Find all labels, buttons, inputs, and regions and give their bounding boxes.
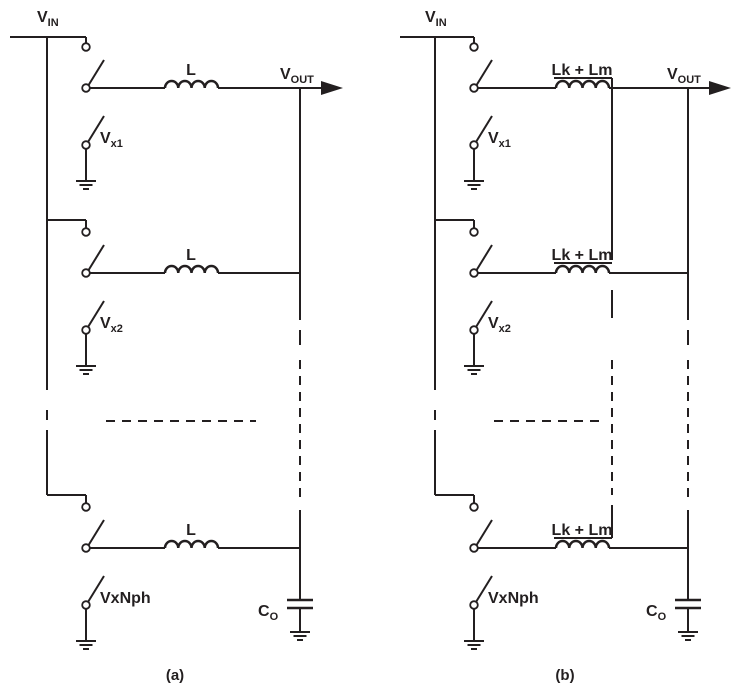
inductor bbox=[163, 264, 220, 274]
inductor-label: L bbox=[186, 62, 196, 79]
switch-node bbox=[469, 268, 479, 278]
switch-node bbox=[81, 543, 91, 553]
capacitor-ground-icon bbox=[678, 631, 698, 641]
low-side-contact bbox=[469, 140, 479, 150]
diagram-caption: (b) bbox=[555, 667, 574, 684]
high-side-switch bbox=[87, 244, 105, 272]
ground-icon bbox=[464, 180, 484, 190]
inductor-label: Lk + Lm bbox=[552, 62, 613, 79]
ground-icon bbox=[76, 180, 96, 190]
phase-1: Vx1 L bbox=[47, 36, 300, 190]
vx-label: VxNph bbox=[488, 590, 539, 607]
low-side-contact bbox=[469, 325, 479, 335]
low-side-switch bbox=[87, 575, 105, 603]
low-side-switch bbox=[475, 300, 493, 328]
vx-label: Vx2 bbox=[488, 315, 511, 335]
switch-node bbox=[469, 83, 479, 93]
low-side-contact bbox=[81, 325, 91, 335]
vx-label: Vx1 bbox=[488, 130, 511, 150]
high-side-switch bbox=[475, 244, 493, 272]
vout-arrow-icon bbox=[321, 81, 343, 95]
high-side-contact bbox=[469, 502, 479, 512]
switch-node bbox=[81, 268, 91, 278]
diagram-caption: (a) bbox=[166, 667, 184, 684]
capacitor-label: CO bbox=[646, 603, 667, 623]
vin-label: VIN bbox=[425, 9, 447, 29]
vx-label: VxNph bbox=[100, 590, 151, 607]
phase-3: VxNph Lk + Lm bbox=[435, 494, 688, 650]
phase-1: Vx1 Lk + Lm bbox=[435, 36, 688, 190]
phase-3: VxNph L bbox=[47, 494, 300, 650]
ground-icon bbox=[464, 640, 484, 650]
switch-node bbox=[469, 543, 479, 553]
inductor-label: L bbox=[186, 247, 196, 264]
high-side-contact bbox=[469, 227, 479, 237]
inductor bbox=[554, 539, 611, 549]
inductor-label: Lk + Lm bbox=[552, 522, 613, 539]
low-side-contact bbox=[469, 600, 479, 610]
high-side-contact bbox=[81, 227, 91, 237]
low-side-switch bbox=[87, 115, 105, 143]
inductor-label: Lk + Lm bbox=[552, 247, 613, 264]
ground-icon bbox=[76, 640, 96, 650]
capacitor-ground-icon bbox=[290, 631, 310, 641]
low-side-switch bbox=[87, 300, 105, 328]
inductor bbox=[163, 539, 220, 549]
high-side-contact bbox=[469, 42, 479, 52]
high-side-switch bbox=[87, 519, 105, 547]
low-side-switch bbox=[475, 115, 493, 143]
vout-arrow-icon bbox=[709, 81, 731, 95]
vx-label: Vx2 bbox=[100, 315, 123, 335]
inductor bbox=[554, 79, 611, 89]
low-side-contact bbox=[81, 600, 91, 610]
ground-icon bbox=[76, 365, 96, 375]
inductor-label: L bbox=[186, 522, 196, 539]
inductor bbox=[163, 79, 220, 89]
high-side-switch bbox=[475, 519, 493, 547]
capacitor-label: CO bbox=[258, 603, 279, 623]
vin-label: VIN bbox=[37, 9, 59, 29]
inductor bbox=[554, 264, 611, 274]
phase-2: Vx2 L bbox=[47, 219, 300, 375]
diagram-b: VIN Vx1 Lk + Lm Vx2 Lk + Lm VxNph Lk + Lm VOUT C… bbox=[400, 9, 731, 684]
vout-label: VOUT bbox=[667, 66, 701, 86]
low-side-switch bbox=[475, 575, 493, 603]
vout-label: VOUT bbox=[280, 66, 314, 86]
low-side-contact bbox=[81, 140, 91, 150]
vx-label: Vx1 bbox=[100, 130, 123, 150]
high-side-contact bbox=[81, 42, 91, 52]
phase-2: Vx2 Lk + Lm bbox=[435, 219, 688, 375]
high-side-contact bbox=[81, 502, 91, 512]
ground-icon bbox=[464, 365, 484, 375]
high-side-switch bbox=[87, 59, 105, 87]
switch-node bbox=[81, 83, 91, 93]
high-side-switch bbox=[475, 59, 493, 87]
